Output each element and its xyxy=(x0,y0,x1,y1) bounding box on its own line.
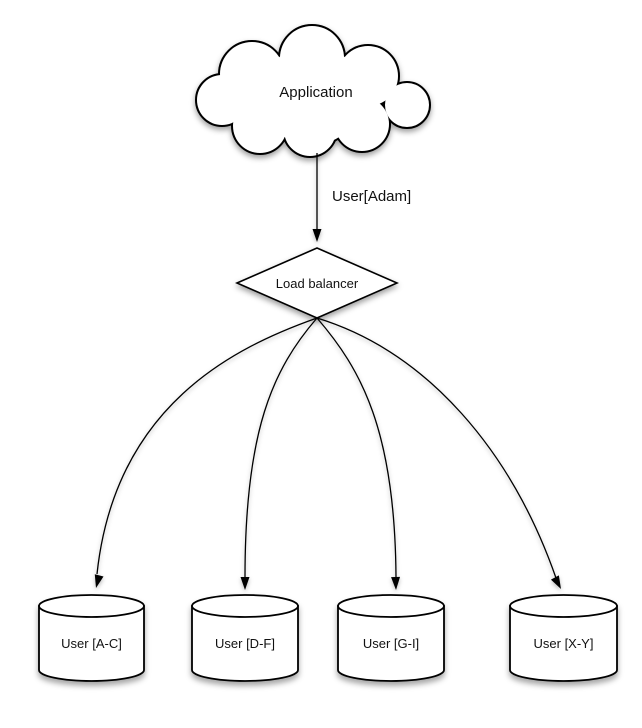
edge-to-shard-3 xyxy=(316,317,397,578)
arrowhead-shard-1 xyxy=(94,574,104,588)
load-balancer-diamond xyxy=(235,247,399,319)
cylinder-top-1 xyxy=(38,594,145,618)
load-balancer-label: Load balancer xyxy=(276,276,359,291)
application-cloud-node: Application xyxy=(195,24,431,158)
cylinder-top-4 xyxy=(509,594,618,618)
database-label-1: User [A-C] xyxy=(61,636,122,651)
edge-to-shard-2 xyxy=(244,317,318,578)
database-label-2: User [D-F] xyxy=(215,636,275,651)
application-label: Application xyxy=(279,84,352,101)
edges-loadbalancer-to-shards xyxy=(94,317,561,590)
cylinder-top-3 xyxy=(337,594,445,618)
database-node-2: User [D-F] xyxy=(191,594,299,682)
database-label-4: User [X-Y] xyxy=(534,636,594,651)
arrowhead-shard-4 xyxy=(550,575,561,589)
arrowhead-to-loadbalancer xyxy=(312,229,322,242)
cylinder-body-4 xyxy=(509,605,618,682)
database-label-3: User [G-I] xyxy=(363,636,419,651)
arrowhead-shard-2 xyxy=(240,577,250,590)
database-node-1: User [A-C] xyxy=(38,594,145,682)
database-node-3: User [G-I] xyxy=(337,594,445,682)
cylinder-body-3 xyxy=(337,605,445,682)
load-balancer-node: Load balancer xyxy=(235,247,399,319)
edge-app-label: User[Adam] xyxy=(332,188,411,205)
cylinder-body-1 xyxy=(38,605,145,682)
edge-to-shard-1 xyxy=(96,317,318,575)
edge-to-shard-4 xyxy=(316,317,557,579)
edge-app-to-loadbalancer xyxy=(312,153,322,242)
cylinder-body-2 xyxy=(191,605,299,682)
database-node-4: User [X-Y] xyxy=(509,594,618,682)
arrowhead-shard-3 xyxy=(391,576,401,590)
cylinder-top-2 xyxy=(191,594,299,618)
